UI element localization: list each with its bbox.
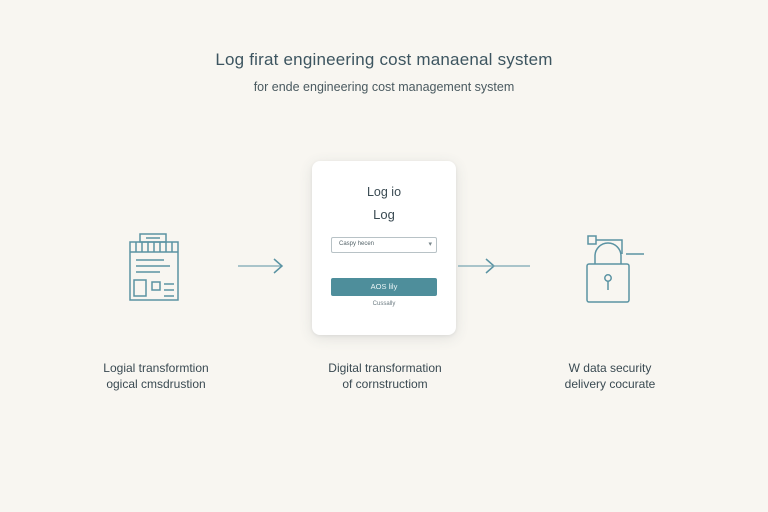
lock-icon	[586, 235, 644, 303]
chevron-down-icon: ▾	[428, 241, 432, 248]
arrow-right-icon	[458, 258, 530, 274]
account-select[interactable]: Caspy hecen ▾	[331, 237, 437, 253]
login-button[interactable]: AOS lily	[331, 278, 437, 296]
page-title: Log firat engineering cost manaenal syst…	[215, 50, 553, 69]
feature-caption-line2: ogical cmsdrustion	[106, 377, 206, 391]
feature-caption-line2: of cornstructiom	[342, 377, 428, 391]
login-link[interactable]: Cussally	[372, 301, 396, 307]
feature-caption-lock: W data security delivery cocurate	[540, 360, 680, 392]
login-card: Log io Log Caspy hecen ▾ AOS lily Cussal…	[312, 161, 456, 335]
feature-caption-line1: Logial transformtion	[103, 361, 209, 375]
login-subheading: Log	[373, 207, 395, 222]
account-select-value: Caspy hecen	[339, 241, 375, 247]
feature-caption-line1: W data security	[568, 361, 652, 375]
building-icon	[129, 233, 179, 301]
page-subtitle: for ende engineering cost management sys…	[253, 80, 515, 94]
feature-caption-card: Digital transformation of cornstructiom	[314, 360, 456, 392]
arrow-right-icon	[238, 258, 284, 274]
feature-caption-building: Logial transformtion ogical cmsdrustion	[88, 360, 224, 392]
login-heading: Log io	[366, 185, 402, 199]
feature-caption-line2: delivery cocurate	[564, 377, 656, 391]
feature-caption-line1: Digital transformation	[328, 361, 442, 375]
